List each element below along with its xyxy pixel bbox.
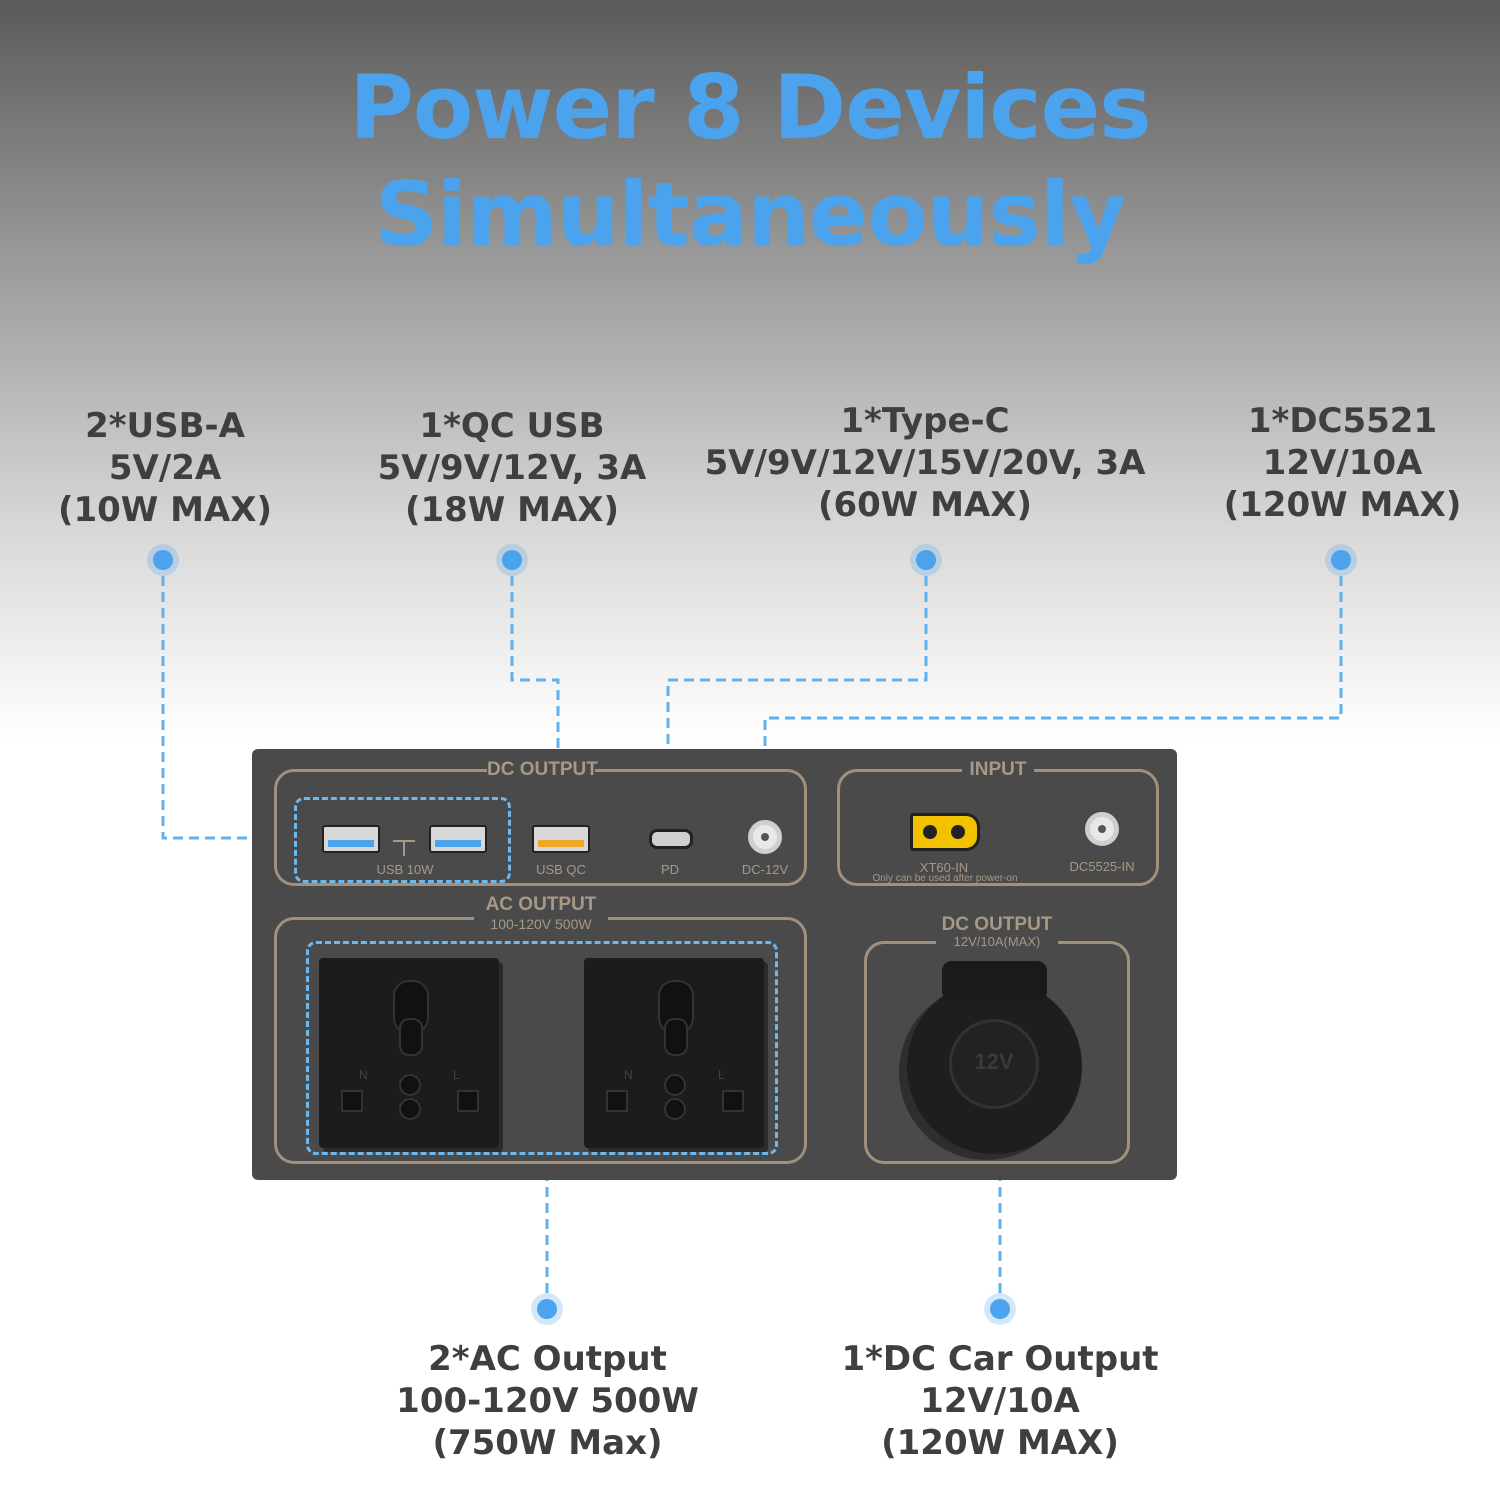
socket-n-mark: N [359, 1068, 368, 1082]
dot-ac-output [537, 1299, 557, 1319]
dc-car-sub: 12V/10A(MAX) [936, 934, 1058, 949]
usb-qc-port[interactable] [532, 825, 590, 853]
socket-n-mark: N [624, 1068, 633, 1082]
usb-a-port-2[interactable] [429, 825, 487, 853]
dot-dc-car [990, 1299, 1010, 1319]
dc-output-title: DC OUTPUT [487, 759, 598, 780]
usb-a-port-1[interactable] [322, 825, 380, 853]
headline-line-1: Power 8 Devices [349, 56, 1151, 159]
type-c-port[interactable] [649, 829, 693, 849]
dc5525-label: DC5525-IN [1069, 859, 1135, 874]
dc5525-port[interactable] [1085, 812, 1119, 846]
dot-usb-a [153, 550, 173, 570]
xt60-port[interactable] [910, 813, 980, 851]
dot-dc5521 [1331, 550, 1351, 570]
dc12v-label: DC-12V [741, 862, 789, 877]
dot-type-c [916, 550, 936, 570]
car-socket-text: 12V [974, 1049, 1014, 1074]
socket-l-mark: L [718, 1068, 725, 1082]
usb-a-highlight [294, 797, 511, 883]
xt60-label: XT60-IN [919, 860, 969, 875]
ac-output-sub: 100-120V 500W [474, 916, 608, 932]
ac-output-title: AC OUTPUT [480, 895, 602, 915]
dot-qc-usb [502, 550, 522, 570]
dc-car-title: DC OUTPUT [932, 915, 1062, 935]
pd-label: PD [660, 862, 680, 877]
dc-12v-port[interactable] [748, 820, 782, 854]
usb10w-label: USB 10W [376, 862, 434, 877]
input-title: INPUT [962, 760, 1034, 780]
line-usb-a [161, 560, 294, 840]
usb-link-stem [403, 840, 405, 856]
usbqc-label: USB QC [536, 862, 586, 877]
socket-l-mark: L [453, 1068, 460, 1082]
headline-line-2: Simultaneously [374, 163, 1127, 266]
car-socket[interactable]: 12V [907, 961, 1082, 1154]
xt60-note: Only can be used after power-on [872, 873, 1018, 884]
ac-socket-1[interactable]: N L [319, 958, 499, 1148]
ac-socket-2[interactable]: N L [584, 958, 764, 1148]
power-station-panel: DC OUTPUT USB 10W USB QC PD DC-12V INPUT… [252, 749, 1177, 1180]
ac-output-highlight [306, 941, 778, 1155]
